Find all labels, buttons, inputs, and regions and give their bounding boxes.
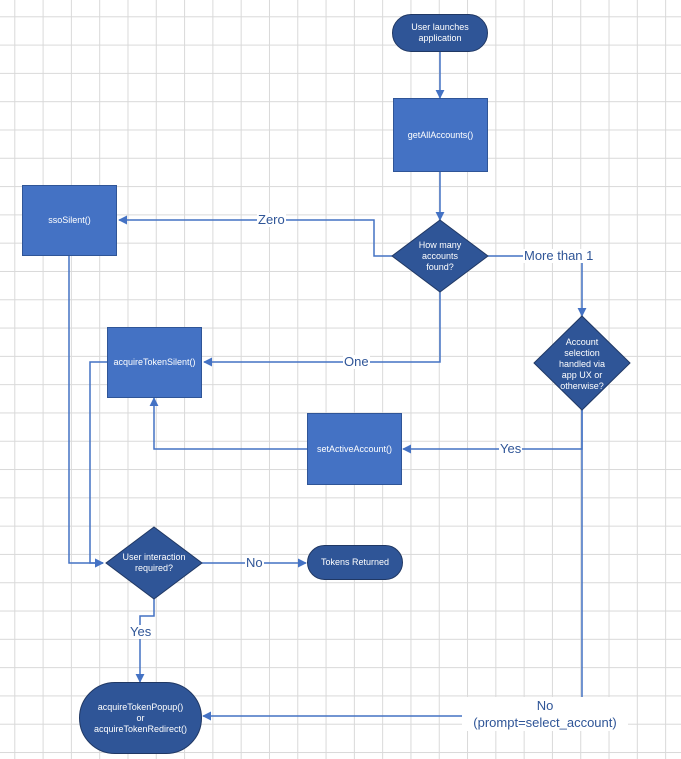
decision-account-selection-label: Account selection handled via app UX or …: [558, 336, 606, 391]
decision-user-interaction-text: User interaction required?: [110, 545, 198, 581]
edge-label-yes-interaction: Yes: [129, 624, 153, 639]
edge-label-yes-selection: Yes: [499, 441, 523, 456]
decision-account-selection: [533, 315, 631, 411]
terminal-acquire-popup-redirect: acquireTokenPopup() or acquireTokenRedir…: [79, 682, 202, 754]
terminal-or-label: or: [136, 712, 145, 723]
edge-label-no-selection: No: [536, 698, 554, 713]
process-get-all-accounts: getAllAccounts(): [393, 98, 488, 172]
decision-account-selection-text: Account selection handled via app UX or …: [538, 328, 626, 400]
connector-yes-interaction: [135, 599, 155, 683]
decision-how-many-accounts-text: How many accounts found?: [392, 238, 488, 274]
decision-how-many-accounts: [391, 219, 489, 293]
start-user-launches-label: User launches application: [411, 22, 469, 43]
edge-label-zero: Zero: [257, 212, 286, 227]
terminal-acquire-popup-label: acquireTokenPopup(): [97, 701, 184, 712]
terminal-acquire-redirect-label: acquireTokenRedirect(): [93, 723, 188, 734]
process-set-active-account-label: setActiveAccount(): [316, 443, 393, 454]
edge-label-no-selection-detail: (prompt=select_account): [473, 715, 617, 730]
process-acquire-token-silent-label: acquireTokenSilent(): [113, 357, 196, 367]
connector-silent-to-interaction: [89, 361, 107, 568]
process-set-active-account: setActiveAccount(): [307, 413, 402, 485]
terminal-tokens-returned: Tokens Returned: [307, 545, 403, 580]
terminal-tokens-returned-label: Tokens Returned: [320, 557, 390, 567]
process-sso-silent: ssoSilent(): [22, 185, 117, 256]
connector-one: [203, 292, 441, 367]
process-acquire-token-silent: acquireTokenSilent(): [107, 327, 202, 398]
process-sso-silent-label: ssoSilent(): [48, 215, 91, 225]
process-get-all-accounts-label: getAllAccounts(): [407, 129, 474, 140]
decision-how-many-accounts-label: How many accounts found?: [418, 239, 462, 272]
edge-label-no-interaction: No: [245, 555, 264, 570]
connector-setactive-to-silent: [149, 397, 307, 450]
edge-label-one: One: [343, 354, 370, 369]
connector-zero: [118, 215, 392, 257]
start-user-launches: User launches application: [392, 14, 488, 52]
decision-user-interaction: [105, 526, 203, 600]
connector-more-than-one: [488, 255, 587, 317]
connector-ssosilent-to-interaction: [68, 256, 104, 568]
connector-yes-selection: [402, 410, 583, 454]
edge-label-no-selection-group: No (prompt=select_account): [462, 697, 628, 731]
edge-label-more-than-one: More than 1: [523, 248, 595, 263]
decision-user-interaction-label: User interaction required?: [122, 552, 186, 573]
